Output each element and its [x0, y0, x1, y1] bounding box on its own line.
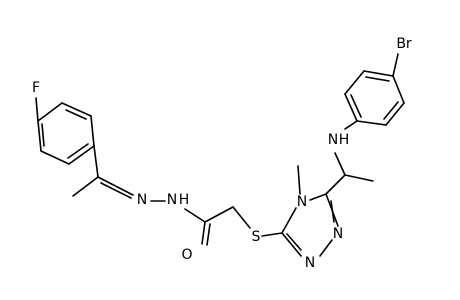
bond [261, 232, 283, 237]
bond [350, 94, 362, 118]
amine-n-label: N [328, 132, 338, 148]
bond [286, 233, 302, 251]
bond [334, 152, 346, 176]
bond [344, 120, 358, 130]
bond [184, 208, 206, 223]
bond [68, 145, 95, 165]
bond [201, 221, 206, 245]
bond [61, 102, 92, 117]
triazole-n2-label: N [333, 226, 343, 242]
bond [40, 150, 70, 165]
bond [281, 207, 297, 234]
fluorophenyl-ring [35, 97, 95, 165]
hydrazone-h-label: H [179, 192, 190, 208]
bond [97, 176, 134, 196]
hydrazone-n2-label: N [167, 192, 177, 208]
bond [37, 120, 42, 152]
hydrazone-chain [72, 145, 283, 246]
bond [344, 70, 365, 95]
fluorine-label: F [32, 80, 40, 96]
bond [365, 76, 390, 82]
bond [392, 53, 399, 77]
ethylamine-chain [325, 120, 374, 195]
bond [232, 206, 251, 229]
bond [330, 200, 335, 223]
triazole-ring [281, 165, 339, 257]
bond [37, 102, 63, 122]
bond [392, 75, 405, 104]
amine-h-label: H [339, 132, 350, 148]
bond [204, 206, 234, 223]
bromine-label: Br [396, 36, 412, 52]
bond [319, 239, 333, 257]
bond [344, 93, 358, 122]
bond [100, 182, 132, 199]
bond [356, 120, 387, 126]
bond [93, 145, 99, 178]
carbonyl-o-label: O [181, 247, 192, 263]
bond [344, 174, 374, 182]
hydrazone-n1-label: N [137, 192, 147, 208]
bond [72, 176, 99, 197]
bond [325, 174, 346, 195]
bond [297, 165, 301, 195]
sulfur-label: S [252, 229, 261, 245]
bond [67, 143, 89, 159]
bond [41, 123, 45, 147]
bond [35, 97, 39, 122]
bond [281, 232, 302, 257]
bond [65, 109, 87, 120]
bond [309, 193, 327, 201]
bond [206, 223, 211, 246]
bromophenyl-ring [344, 53, 405, 126]
bond [363, 70, 394, 77]
triazole-n1-label: N [305, 255, 315, 271]
bond [383, 101, 399, 120]
bond [385, 102, 405, 126]
triazole-n4-label: N [297, 194, 307, 210]
bond [90, 115, 95, 147]
